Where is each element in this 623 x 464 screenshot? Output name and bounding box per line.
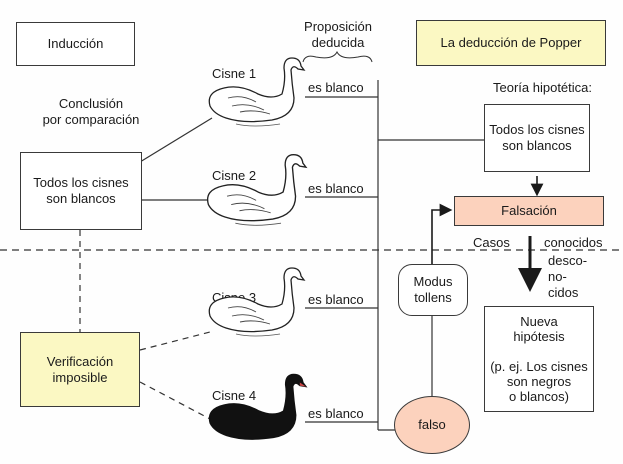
dashed-verification-to-swan4	[139, 381, 213, 421]
unknown-label: desco- no- cidos	[548, 253, 588, 300]
hypothesis-label: Teoría hipotética:	[493, 80, 593, 95]
modus-tollens-arrow	[431, 203, 453, 264]
modus-tollens-text: Modus tollens	[413, 274, 453, 305]
false-oval: falso	[394, 396, 470, 454]
new-hypothesis-text: Nueva hipótesis (p. ej. Los cisnes son n…	[490, 314, 588, 404]
hypothesis-text: Todos los cisnes son blancos	[489, 122, 585, 153]
swan2-statement: es blanco	[308, 181, 364, 196]
white-swan-icon	[208, 57, 306, 127]
verification-box: Verificación imposible	[20, 332, 140, 407]
swan1-statement: es blanco	[308, 80, 364, 95]
swan3-statement: es blanco	[308, 292, 364, 307]
cases-label: Casos	[473, 235, 510, 250]
induction-line-swan1	[139, 117, 213, 163]
induction-title-box: Inducción	[16, 22, 135, 66]
swan4-statement: es blanco	[308, 406, 364, 421]
swan1-label: Cisne 1	[212, 66, 257, 81]
conclusion-box: Todos los cisnes son blancos	[20, 152, 142, 230]
modus-tollens-oval: Modus tollens	[398, 264, 468, 316]
white-swan-icon	[207, 154, 308, 226]
known-label: conocidos	[544, 235, 603, 250]
black-swan-icon	[208, 373, 308, 440]
proposition-header: Proposición deducida	[304, 19, 372, 50]
verification-text: Verificación imposible	[46, 353, 114, 385]
white-swan-outline-icon	[208, 267, 306, 337]
new-hypothesis-box: Nueva hipótesis (p. ej. Los cisnes son n…	[484, 306, 594, 412]
proposition-brace	[302, 50, 373, 63]
hypothesis-box: Todos los cisnes son blancos	[484, 104, 590, 172]
falsification-text: Falsación	[501, 203, 557, 218]
popper-title-box: La deducción de Popper	[416, 20, 606, 66]
swan4-label: Cisne 4	[212, 388, 257, 403]
conclusion-text: Todos los cisnes son blancos	[33, 175, 129, 206]
falsification-box: Falsación	[454, 196, 604, 226]
swan2-label: Cisne 2	[212, 168, 257, 183]
false-text: falso	[418, 417, 446, 432]
popper-title: La deducción de Popper	[440, 35, 582, 50]
dashed-verification-to-swan3	[139, 331, 211, 351]
conclusion-label: Conclusión por comparación	[42, 96, 140, 127]
induction-title: Inducción	[47, 36, 104, 51]
